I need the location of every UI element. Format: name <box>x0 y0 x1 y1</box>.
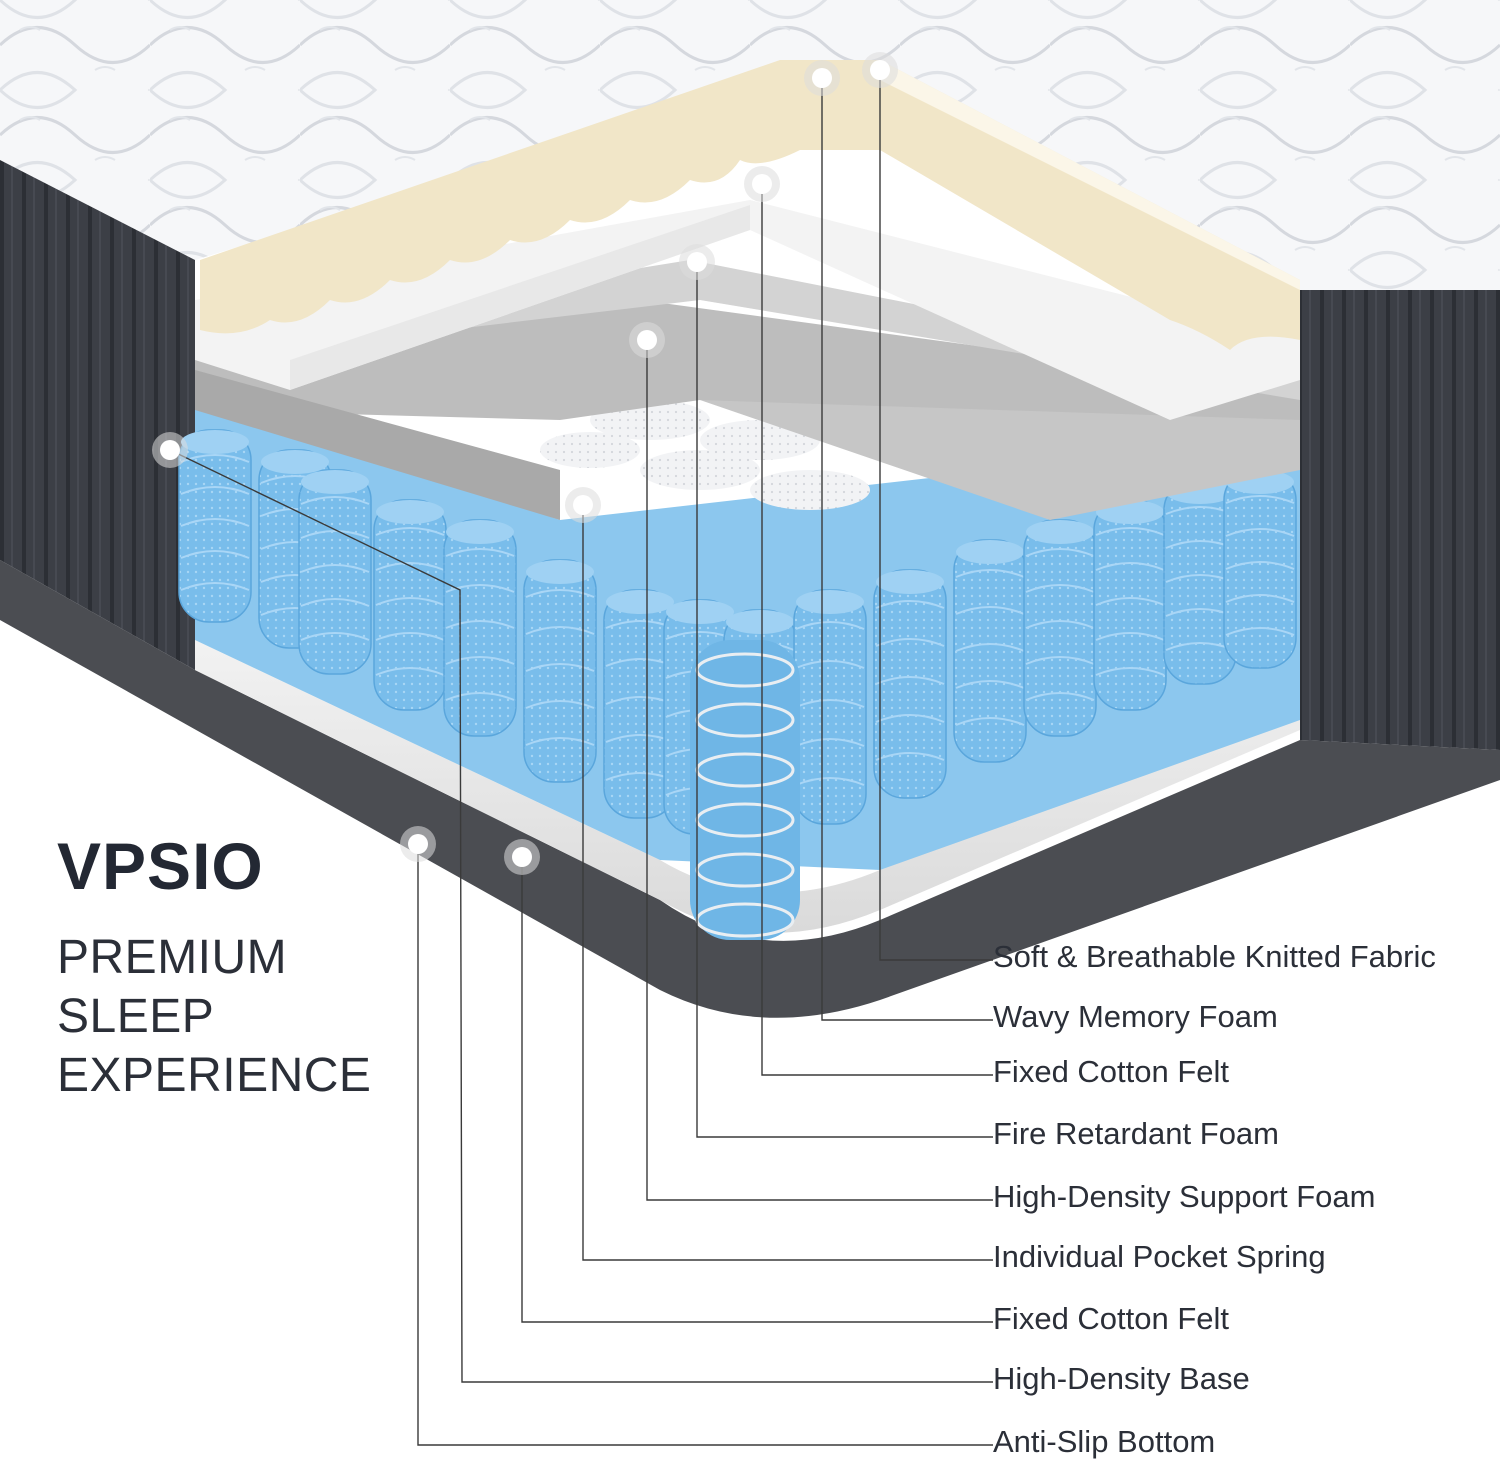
layer-label-pocket-spring: Individual Pocket Spring <box>993 1239 1326 1274</box>
pocket-spring <box>1223 469 1297 669</box>
leader-anti-slip-bottom <box>417 844 993 1446</box>
marker-dot-cotton-felt-top <box>752 174 772 194</box>
marker-dot-knitted-fabric <box>870 60 890 80</box>
layer-label-cotton-felt-bottom: Fixed Cotton Felt <box>993 1301 1230 1336</box>
anti-slip-bottom-band <box>0 560 1500 1018</box>
marker-dot-wavy-memory-foam <box>812 68 832 88</box>
memory-foam-layer <box>200 60 1300 350</box>
leader-support-foam <box>646 340 993 1201</box>
marker-dot-fire-retardant-foam <box>687 252 707 272</box>
marker-dot-high-density-base <box>160 440 180 460</box>
layer-label-cotton-felt-top: Fixed Cotton Felt <box>993 1054 1230 1089</box>
layer-label-high-density-base: High-Density Base <box>993 1361 1250 1396</box>
pocket-spring <box>1023 519 1097 737</box>
tagline-line-2: SLEEP <box>57 990 215 1043</box>
tagline-line-1: PREMIUM <box>57 931 288 984</box>
right-side-border <box>1300 290 1500 750</box>
exposed-steel-coil <box>690 640 800 940</box>
leader-pocket-spring <box>582 505 993 1261</box>
left-side-border <box>0 160 195 670</box>
pocket-spring <box>443 519 517 737</box>
layer-label-knitted-fabric: Soft & Breathable Knitted Fabric <box>993 939 1436 974</box>
pocket-spring <box>873 569 947 799</box>
layer-label-support-foam: High-Density Support Foam <box>993 1179 1376 1214</box>
pocket-spring <box>523 559 597 783</box>
layer-label-wavy-memory-foam: Wavy Memory Foam <box>993 999 1278 1034</box>
pocket-spring <box>603 589 677 819</box>
tagline-line-3: EXPERIENCE <box>57 1049 372 1102</box>
leader-knitted-fabric <box>879 70 993 961</box>
pocket-spring <box>298 469 372 675</box>
pocket-spring <box>953 539 1027 763</box>
layer-label-fire-retardant-foam: Fire Retardant Foam <box>993 1116 1279 1151</box>
marker-dot-support-foam <box>637 330 657 350</box>
pocket-spring <box>793 589 867 825</box>
leader-high-density-base <box>169 449 993 1383</box>
leader-cotton-felt-top <box>761 184 993 1076</box>
pocket-spring <box>178 429 252 623</box>
leader-cotton-felt-bottom <box>521 857 993 1323</box>
marker-dot-pocket-spring <box>573 495 593 515</box>
pocket-spring <box>1093 499 1167 711</box>
pocket-springs <box>178 429 1297 940</box>
leader-lines <box>169 70 993 1446</box>
marker-dot-anti-slip-bottom <box>408 834 428 854</box>
leader-wavy-memory-foam <box>821 78 993 1021</box>
layer-label-anti-slip-bottom: Anti-Slip Bottom <box>993 1424 1216 1459</box>
pocket-spring <box>373 499 447 711</box>
marker-dot-cotton-felt-bottom <box>512 847 532 867</box>
marker-dots <box>152 52 898 875</box>
leader-fire-retardant-foam <box>696 262 993 1138</box>
brand-name: VPSIO <box>57 829 264 903</box>
quilted-top-fabric <box>0 0 1500 290</box>
